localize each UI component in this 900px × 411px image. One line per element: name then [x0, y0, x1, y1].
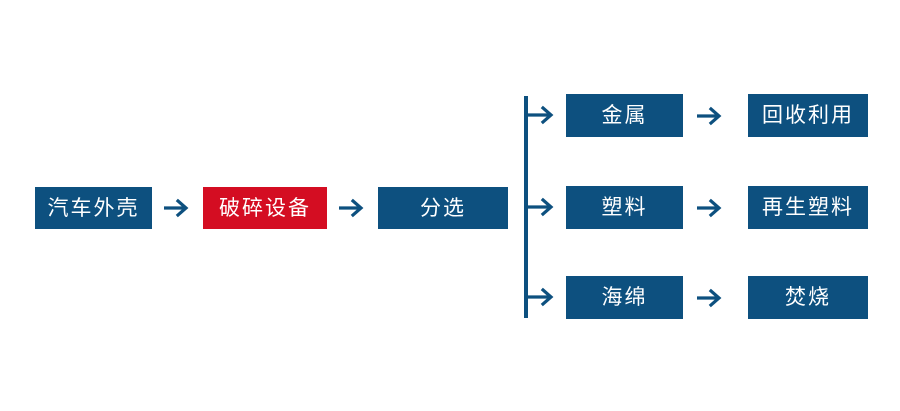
node-recycle[interactable]: 回收利用 [748, 94, 868, 137]
arrow-bus-to-metal [526, 104, 560, 126]
node-metal[interactable]: 金属 [566, 94, 683, 137]
right-arrow-icon [164, 197, 194, 219]
node-plastic[interactable]: 塑料 [566, 186, 683, 229]
node-sorting[interactable]: 分选 [378, 187, 508, 229]
node-sorting-label: 分选 [420, 196, 466, 220]
node-crusher-label: 破碎设备 [219, 196, 311, 220]
right-arrow-icon [697, 287, 727, 309]
node-metal-label: 金属 [601, 104, 648, 127]
right-arrow-icon [526, 196, 560, 218]
node-regranulate-label: 再生塑料 [762, 196, 854, 219]
node-sponge[interactable]: 海绵 [566, 276, 683, 319]
arrow-shell-to-crusher [164, 193, 194, 223]
arrow-sponge-to-incinerate [697, 283, 727, 313]
node-crusher[interactable]: 破碎设备 [203, 187, 327, 229]
arrow-bus-to-plastic [526, 196, 560, 218]
node-regranulate[interactable]: 再生塑料 [748, 186, 868, 229]
node-incinerate-label: 焚烧 [785, 286, 831, 309]
arrow-crusher-to-sorting [339, 193, 369, 223]
node-sponge-label: 海绵 [601, 286, 648, 309]
arrow-metal-to-recycle [697, 101, 727, 131]
node-recycle-label: 回收利用 [762, 104, 854, 127]
arrow-plastic-to-regranulate [697, 193, 727, 223]
right-arrow-icon [697, 105, 727, 127]
arrow-bus-to-sponge [526, 286, 560, 308]
right-arrow-icon [526, 286, 560, 308]
right-arrow-icon [697, 197, 727, 219]
node-plastic-label: 塑料 [601, 196, 648, 219]
node-car-shell[interactable]: 汽车外壳 [35, 187, 152, 229]
right-arrow-icon [526, 104, 560, 126]
node-car-shell-label: 汽车外壳 [47, 196, 140, 220]
node-incinerate[interactable]: 焚烧 [748, 276, 868, 319]
right-arrow-icon [339, 197, 369, 219]
